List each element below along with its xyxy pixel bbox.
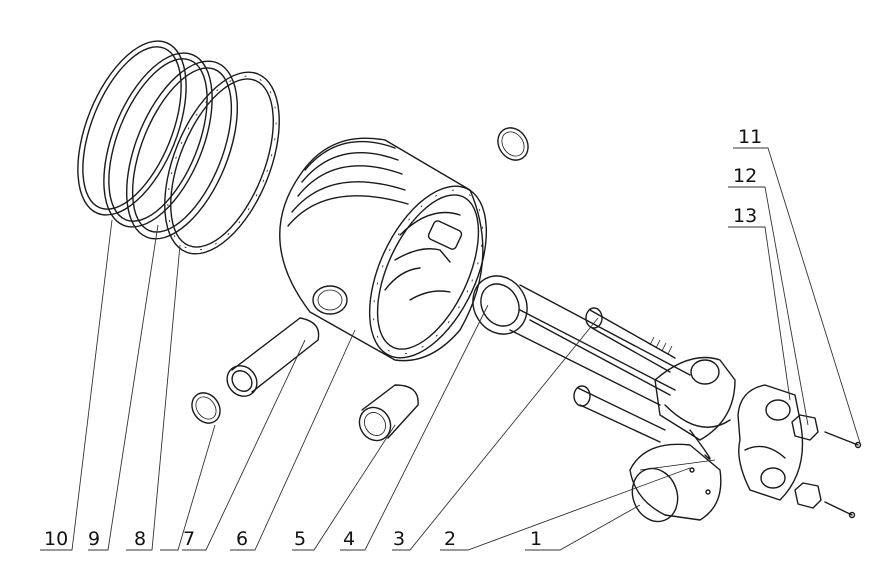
callout-13: 13 (733, 205, 757, 227)
cap-screws (824, 431, 862, 519)
bearing-shell (629, 443, 722, 523)
piston-ring-oil (125, 60, 239, 240)
piston-pin (226, 317, 320, 397)
small-end-bushing (358, 384, 419, 442)
rod-nuts (791, 414, 822, 509)
piston (279, 137, 488, 362)
rod-bolts (573, 307, 676, 443)
callout-7: 7 (183, 528, 195, 550)
callout-11: 11 (738, 126, 762, 148)
callout-8: 8 (134, 528, 146, 550)
callout-9: 9 (88, 528, 100, 550)
callout-10: 10 (44, 528, 68, 550)
circlip (191, 392, 221, 424)
callout-labels: 10 9 8 7 6 5 4 3 2 1 11 12 13 (44, 126, 762, 550)
callout-12: 12 (733, 165, 757, 187)
callout-2: 2 (444, 528, 456, 550)
callout-1: 1 (530, 528, 542, 550)
leader-lines (40, 147, 861, 551)
callout-5: 5 (294, 528, 306, 550)
piston-ring-front (164, 71, 280, 255)
rod-cap (737, 384, 804, 501)
connecting-rod (472, 275, 736, 460)
piston-ring-10 (77, 40, 187, 216)
callout-6: 6 (236, 528, 248, 550)
callout-4: 4 (343, 528, 355, 550)
callout-3: 3 (393, 528, 405, 550)
circlip-top (497, 127, 529, 161)
piston-ring-9 (103, 52, 213, 228)
